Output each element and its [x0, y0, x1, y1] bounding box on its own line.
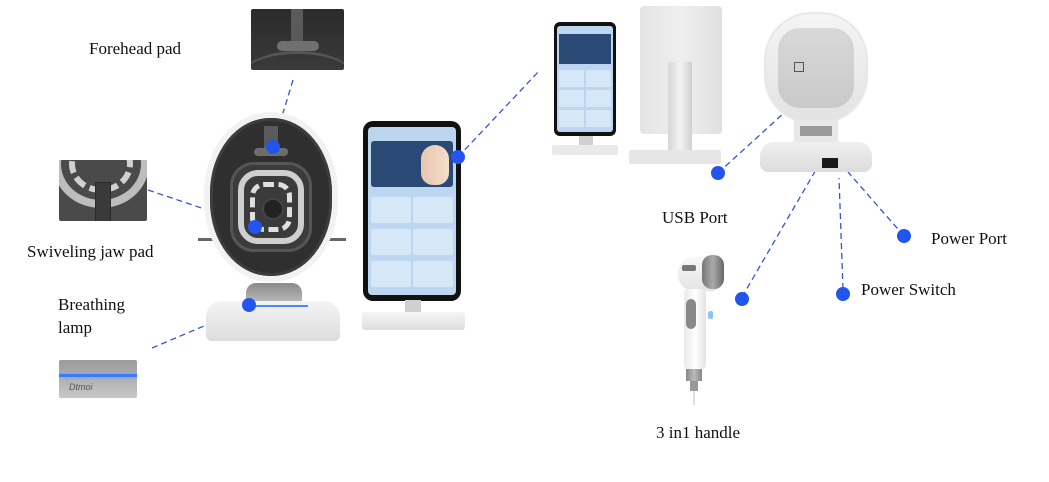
tablet-marker — [451, 150, 465, 164]
label-forehead-pad: Forehead pad — [89, 39, 182, 58]
tablet-small-tile — [586, 90, 611, 107]
camera-lens — [262, 198, 284, 220]
label-breathing-lamp-line1: Breathing — [58, 295, 126, 314]
tablet-face-image — [421, 145, 449, 185]
label-power-switch: Power Switch — [861, 280, 956, 299]
tablet-tile — [371, 197, 411, 223]
analyzer-rear-panel — [778, 28, 854, 108]
tablet-stand-neck — [405, 300, 421, 314]
handle-marker — [735, 292, 749, 306]
tablet-small-hero — [559, 34, 611, 64]
handle-dial — [702, 255, 724, 289]
tablet-small-stand-base — [552, 145, 618, 155]
tablet-front — [363, 121, 461, 301]
tablet-stand-base — [362, 312, 465, 330]
tablet-tile — [413, 261, 453, 287]
forehead-pad-marker — [266, 140, 280, 154]
label-swiveling-jaw-pad: Swiveling jaw pad — [27, 242, 154, 261]
tablet-hero-banner — [371, 141, 453, 187]
forehead-pad-stem — [291, 9, 303, 43]
tablet-small-stand-neck — [579, 136, 593, 146]
handle-connector — [690, 381, 698, 391]
forehead-pad-arc — [251, 51, 344, 70]
breathing-lamp-thumbnail: Dtmoi — [59, 360, 137, 398]
handle-indicator — [708, 311, 713, 319]
handle-badge — [682, 265, 696, 271]
tablet-small-tile — [559, 110, 584, 127]
power-switch-line — [838, 177, 844, 290]
power-switch-component — [822, 158, 838, 168]
breathing-lamp-marker — [242, 298, 256, 312]
tablet-tile — [413, 197, 453, 223]
handle-line — [741, 167, 818, 298]
tablet-back-post — [668, 62, 692, 162]
tablet-screen — [368, 127, 456, 295]
tablet-small — [554, 22, 616, 136]
forehead-pad-thumbnail — [251, 9, 344, 70]
tablet-small-tile — [559, 90, 584, 107]
analyzer-rear — [760, 12, 872, 172]
tablet-small-tile — [586, 70, 611, 87]
handle-cord — [693, 391, 695, 405]
tablet-tile — [371, 261, 411, 287]
tablet-back-base — [629, 150, 721, 164]
breathing-lamp-strip — [244, 305, 308, 307]
lamp-glow — [59, 374, 137, 377]
tablet-tile — [371, 229, 411, 255]
handle-buttons — [686, 299, 696, 329]
light-ring-inner — [250, 182, 292, 232]
label-breathing-lamp-line2: lamp — [58, 318, 92, 337]
analyzer-base-plate — [206, 301, 340, 341]
analyzer-neck — [246, 283, 302, 303]
jaw-pad-post — [95, 182, 111, 221]
tablet-small-screen — [557, 26, 613, 132]
usb-port-marker — [711, 166, 725, 180]
tablet-small-tile — [559, 70, 584, 87]
analyzer-base — [206, 283, 340, 341]
analyzer-rear-base — [760, 142, 872, 172]
label-usb-port: USB Port — [662, 208, 728, 227]
3in1-handle — [672, 255, 728, 405]
tablet-back — [640, 6, 722, 162]
power-port-marker — [897, 229, 911, 243]
jaw-pad-thumbnail — [59, 160, 147, 221]
lamp-brand-text: Dtmoi — [69, 382, 93, 392]
tablet-small-tile — [586, 110, 611, 127]
light-ring-outer — [238, 170, 304, 244]
tablet-tile — [413, 229, 453, 255]
label-power-port: Power Port — [931, 229, 1008, 248]
handle-cuff — [686, 369, 702, 381]
jaw-pad-marker — [248, 220, 262, 234]
power-switch-marker — [836, 287, 850, 301]
label-3in1-handle: 3 in1 handle — [656, 423, 741, 442]
brand-logo-icon — [794, 62, 804, 72]
analyzer-front — [198, 118, 346, 278]
forehead-pad-bar — [277, 41, 319, 51]
power-port-line — [847, 171, 905, 237]
tablet-line — [457, 69, 541, 158]
analyzer-rear-label-plate — [800, 126, 832, 136]
